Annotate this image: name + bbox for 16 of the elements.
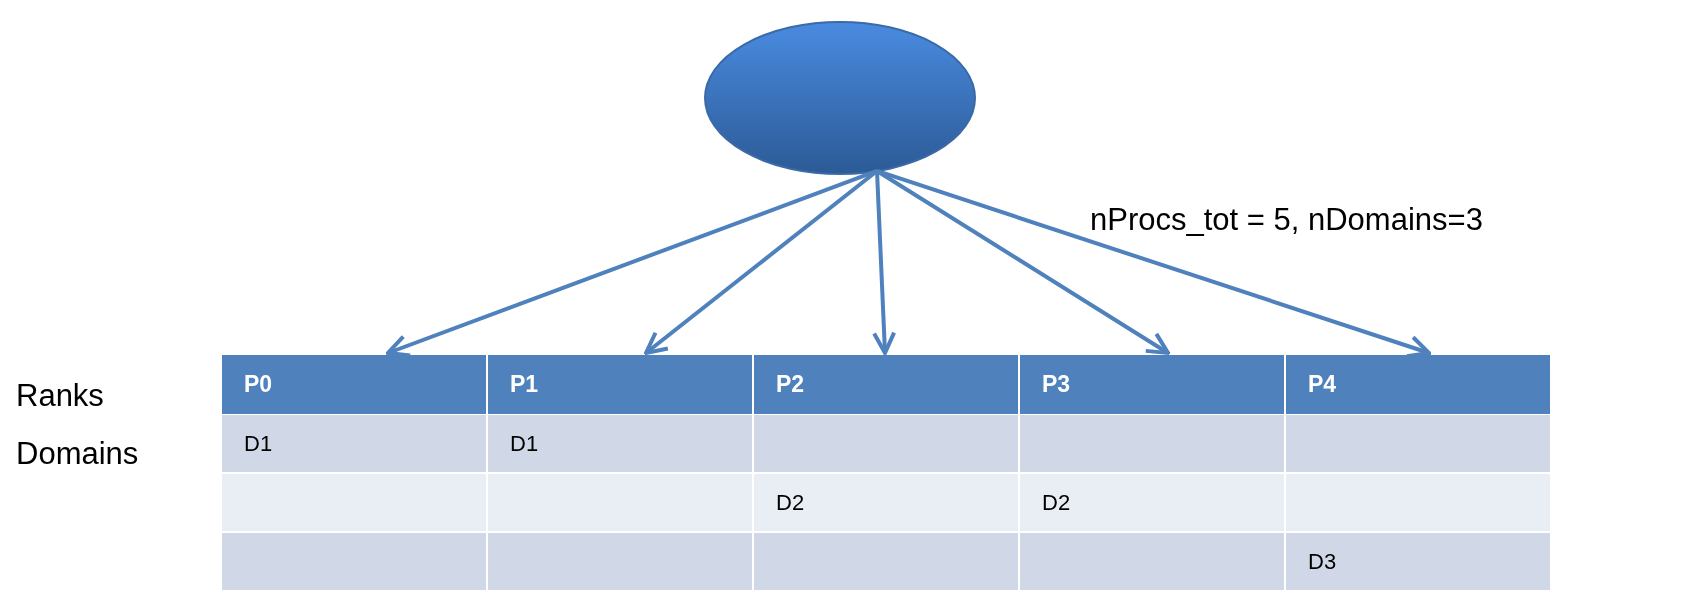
cell-text: D1 [510,430,539,457]
column-header: P3 [1020,355,1284,414]
column-header: P4 [1286,355,1550,414]
arrow [386,169,878,358]
row-label: Ranks [16,378,104,414]
row-label: Domains [16,436,139,472]
parameter-note: nProcs_tot = 5, nDomains=3 [1090,202,1483,238]
cell-text: D2 [1042,489,1071,516]
column-header: P2 [754,355,1018,414]
cell-text: D1 [244,430,273,457]
cell-text: D3 [1308,548,1337,575]
column-header: P1 [488,355,752,414]
ellipse-node [704,21,976,175]
arrow [872,170,897,355]
cell-text: D2 [776,489,805,516]
column-header: P0 [222,355,486,414]
